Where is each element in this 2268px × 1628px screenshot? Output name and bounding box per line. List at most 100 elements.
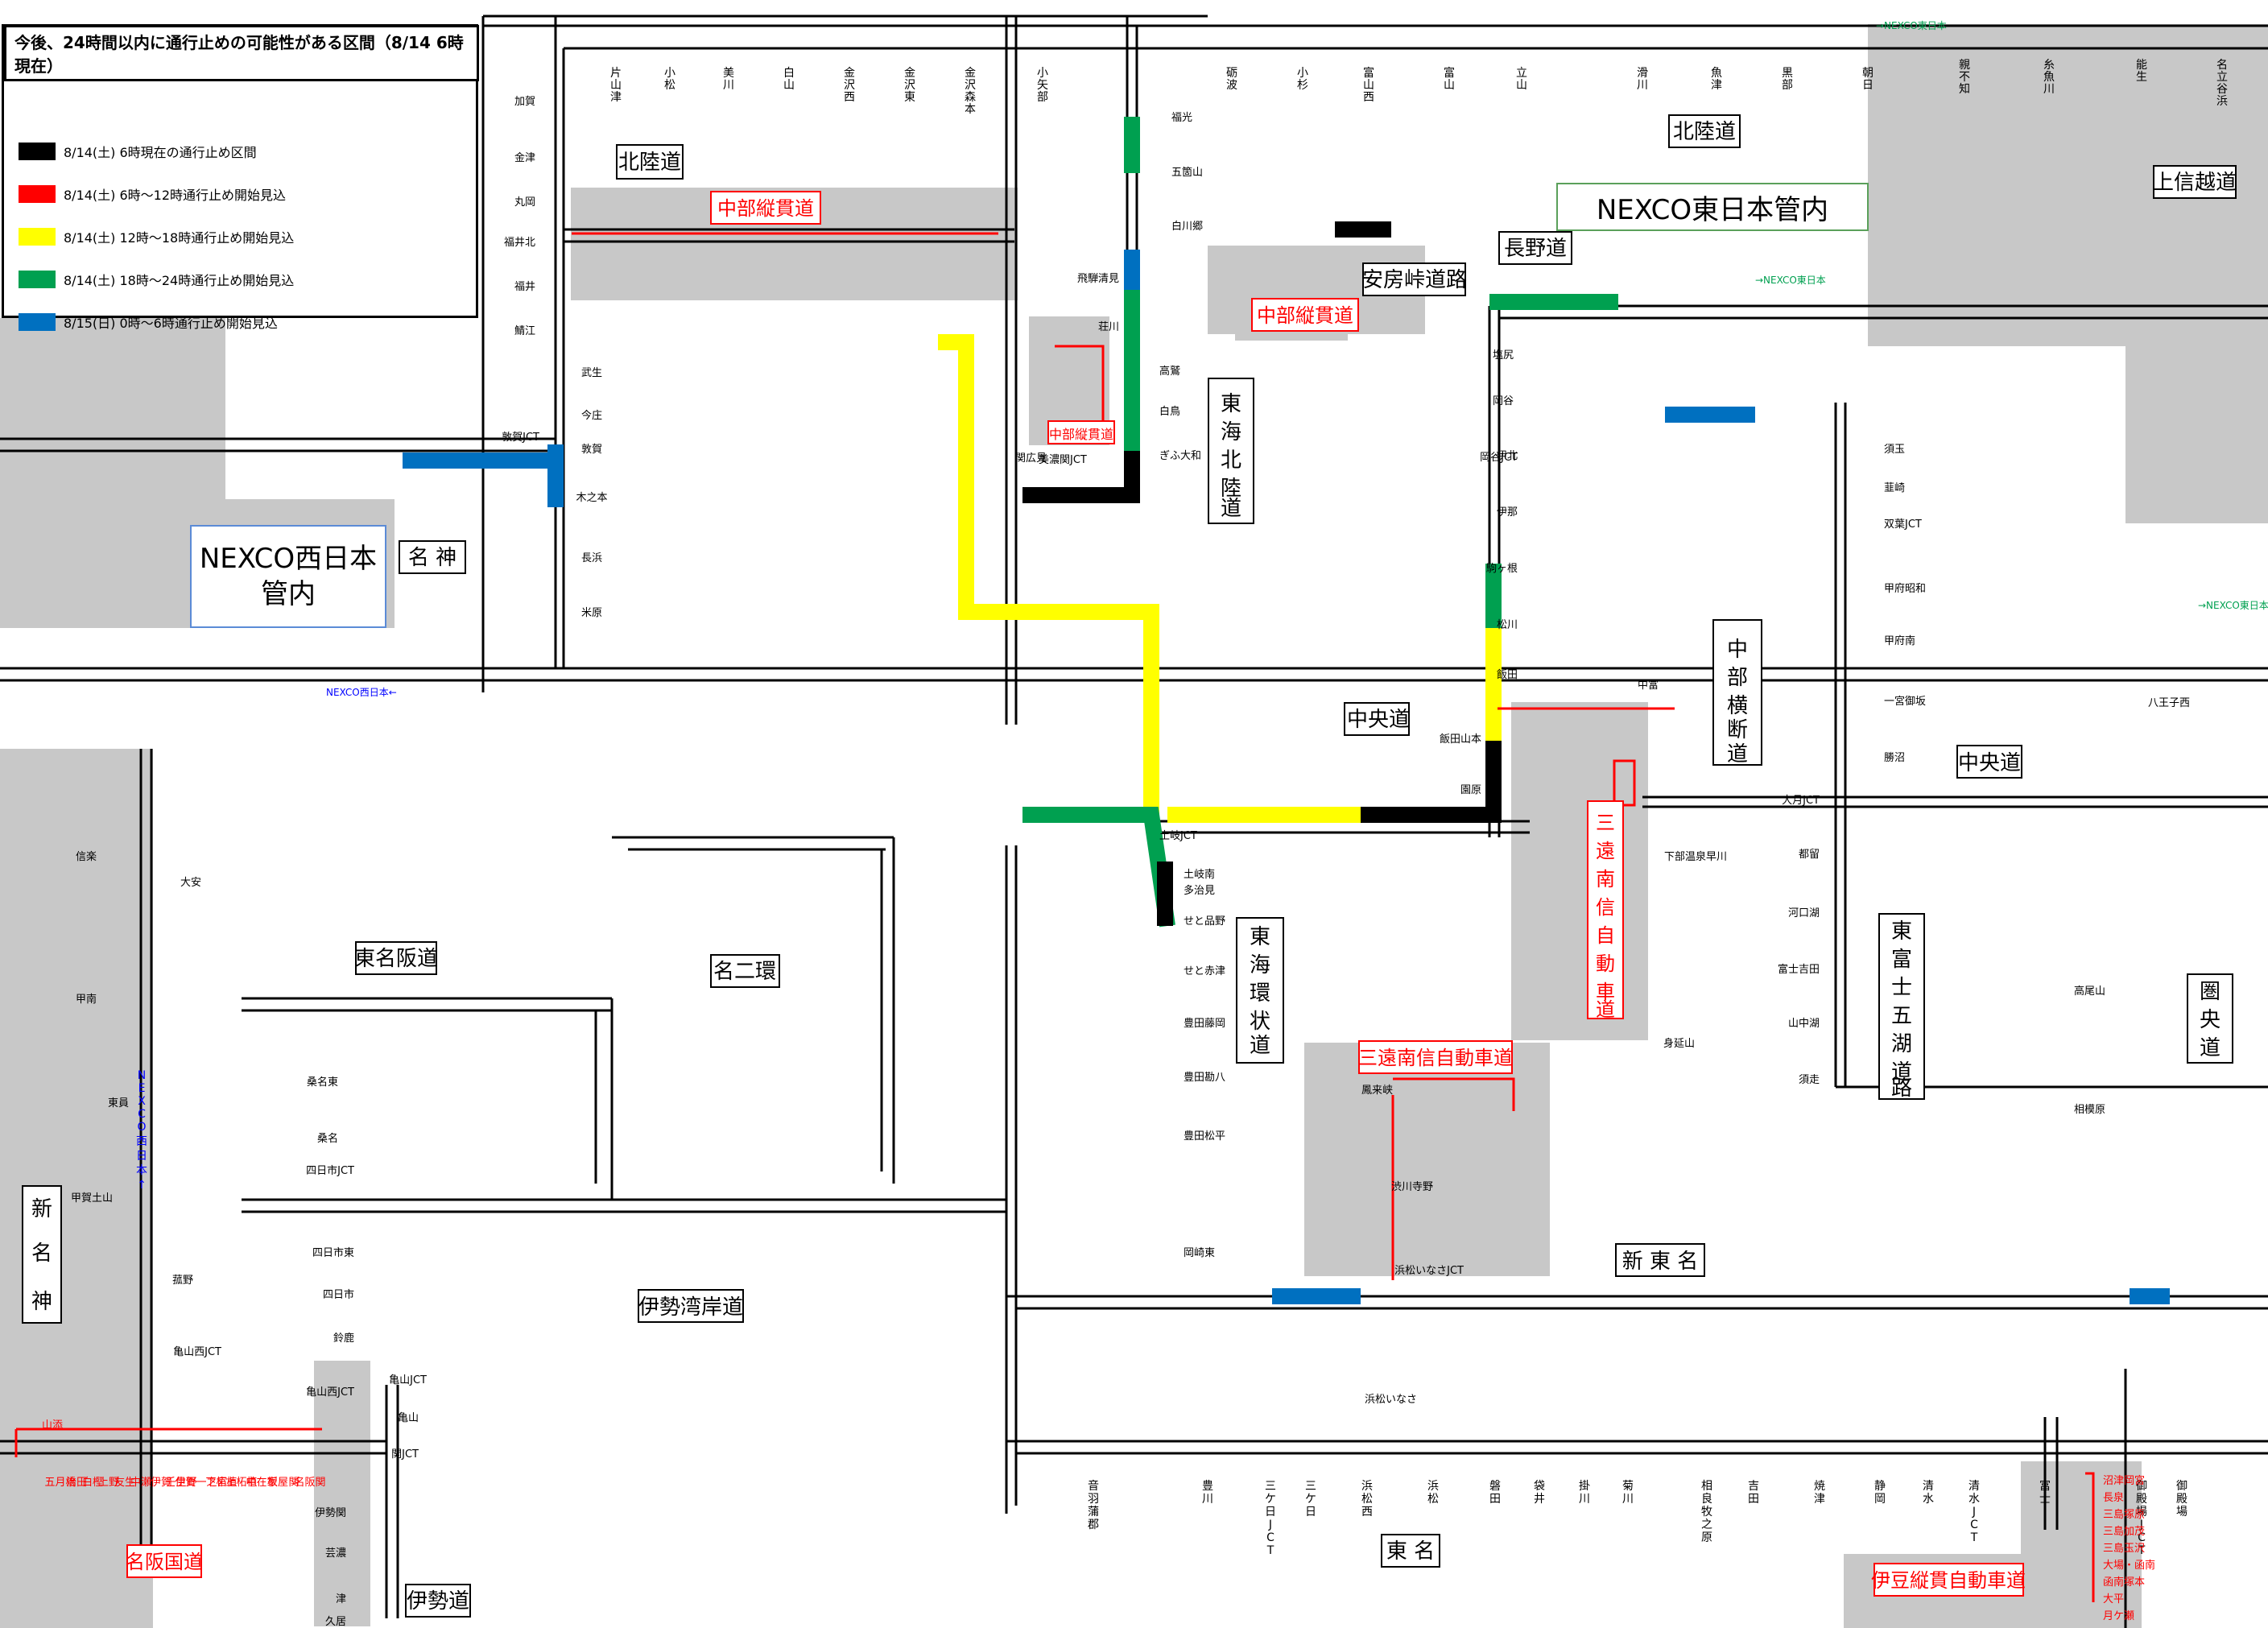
svg-text:西: 西 — [1361, 1506, 1373, 1519]
legend-swatch-blue — [19, 313, 56, 331]
svg-text:五月橋: 五月橋 — [44, 1477, 76, 1489]
svg-text:黒: 黒 — [1782, 67, 1793, 80]
svg-text:せと赤津: せと赤津 — [1184, 965, 1225, 977]
svg-text:T: T — [1266, 1544, 1274, 1557]
legend-panel: 今後、24時間以内に通行止めの可能性がある区間（8/14 6時現在） 8/14(… — [2, 24, 479, 331]
svg-text:福井: 福井 — [514, 281, 535, 293]
svg-text:敦賀JCT: 敦賀JCT — [502, 431, 539, 444]
svg-text:杉: 杉 — [1297, 79, 1308, 92]
svg-text:E: E — [138, 1082, 146, 1095]
route-hokuriku-west: 北陸道 — [618, 151, 681, 175]
svg-text:N: N — [138, 1069, 146, 1082]
route-nagano: 長野道 — [1504, 237, 1567, 261]
svg-text:南: 南 — [1596, 868, 1615, 890]
svg-text:陸: 陸 — [1221, 477, 1241, 501]
svg-text:日: 日 — [1862, 79, 1873, 92]
svg-text:浜松いなさ: 浜松いなさ — [1365, 1394, 1417, 1406]
svg-text:亀山西JCT: 亀山西JCT — [306, 1386, 354, 1399]
svg-text:中瀬: 中瀬 — [130, 1477, 151, 1489]
svg-text:白川郷: 白川郷 — [1171, 220, 1203, 233]
svg-text:X: X — [138, 1095, 146, 1108]
svg-text:須玉: 須玉 — [1884, 444, 1905, 456]
svg-text:四日市JCT: 四日市JCT — [306, 1164, 354, 1177]
svg-text:山: 山 — [1516, 79, 1527, 92]
svg-text:士: 士 — [2039, 1493, 2051, 1506]
svg-text:鯖江: 鯖江 — [514, 325, 535, 337]
svg-text:道: 道 — [2200, 1036, 2220, 1060]
svg-text:御: 御 — [2176, 1480, 2187, 1493]
route-chubu-jukan-3: 中部縦貫道 — [1049, 427, 1113, 442]
svg-text:松: 松 — [1427, 1493, 1439, 1506]
svg-text:甲府南: 甲府南 — [1884, 634, 1915, 647]
route-chubu-odan: 中 — [1727, 638, 1748, 662]
boundary-labels: NEXCO西日本← →NEXCO東日本 →NEXCO東日本 →NEXCO東日本 — [326, 20, 2268, 698]
red-route-texts: 中部縦貫道 中部縦貫道 三遠南信自動車道 名阪国道 伊豆縦貫自動車道 中部縦貫道… — [126, 197, 2026, 1592]
vertical-route-texts: 東 海 北 陸 道 中 部 横 断 道 東 海 環 状 道 東 富 士 五 湖 … — [31, 392, 2220, 1314]
svg-text:→NEXCO東日本: →NEXCO東日本 — [1755, 275, 1826, 286]
svg-text:敦賀: 敦賀 — [581, 443, 602, 456]
svg-text:土岐JCT: 土岐JCT — [1159, 830, 1197, 842]
svg-text:山添: 山添 — [42, 1419, 63, 1432]
legend-item-blue: 8/15(日) 0時～6時通行止め開始見込 — [19, 310, 278, 334]
legend-label: 8/14(土) 6時～12時通行止め開始見込 — [64, 188, 287, 203]
svg-text:日: 日 — [136, 1150, 147, 1163]
svg-text:小: 小 — [664, 67, 675, 80]
svg-text:自: 自 — [1596, 924, 1615, 947]
svg-text:川: 川 — [2043, 83, 2055, 96]
svg-text:関広見: 関広見 — [1015, 452, 1047, 465]
route-meishin: 名 神 — [408, 546, 456, 570]
svg-text:郡: 郡 — [1088, 1519, 1099, 1531]
svg-text:甲賀土山: 甲賀土山 — [71, 1192, 113, 1204]
route-hokuriku-east: 北陸道 — [1673, 120, 1736, 144]
svg-text:八王子西: 八王子西 — [2148, 697, 2190, 709]
svg-text:焼: 焼 — [1814, 1480, 1825, 1493]
svg-text:道: 道 — [1727, 742, 1748, 766]
svg-text:板屋: 板屋 — [267, 1477, 288, 1489]
svg-text:環: 環 — [1250, 981, 1270, 1006]
svg-text:海: 海 — [1221, 420, 1241, 444]
svg-text:富: 富 — [1363, 66, 1374, 80]
svg-text:菰野: 菰野 — [172, 1275, 193, 1287]
svg-text:桑名東: 桑名東 — [307, 1076, 338, 1089]
route-tomei: 東 名 — [1386, 1539, 1435, 1564]
svg-text:美濃関JCT: 美濃関JCT — [1039, 454, 1087, 466]
svg-text:水: 水 — [1923, 1493, 1934, 1506]
svg-text:伊北: 伊北 — [1497, 450, 1518, 462]
svg-text:身延山: 身延山 — [1663, 1037, 1695, 1050]
svg-text:木之本: 木之本 — [576, 492, 607, 504]
svg-text:道: 道 — [1596, 998, 1615, 1021]
svg-text:亀山: 亀山 — [398, 1412, 419, 1424]
black-chuo-nakatsugawa — [1361, 741, 1502, 823]
svg-text:場: 場 — [2176, 1506, 2187, 1519]
svg-text:本: 本 — [136, 1164, 147, 1177]
route-meinikan: 名二環 — [713, 960, 776, 984]
svg-text:土岐南: 土岐南 — [1184, 868, 1215, 881]
svg-text:神: 神 — [31, 1290, 52, 1314]
svg-text:中在家: 中在家 — [246, 1476, 277, 1489]
svg-text:谷: 谷 — [2216, 83, 2228, 96]
svg-text:白: 白 — [783, 67, 795, 80]
svg-text:磐: 磐 — [1489, 1480, 1501, 1493]
svg-text:部: 部 — [1727, 666, 1748, 690]
svg-text:遠: 遠 — [1596, 840, 1615, 862]
svg-text:浜: 浜 — [1361, 1480, 1373, 1493]
svg-text:鈴鹿: 鈴鹿 — [333, 1332, 354, 1345]
svg-text:武生: 武生 — [581, 367, 602, 379]
svg-text:塩尻: 塩尻 — [1493, 349, 1514, 362]
svg-text:生: 生 — [2136, 71, 2147, 84]
svg-text:滑: 滑 — [1637, 66, 1648, 80]
svg-text:松川: 松川 — [1497, 619, 1518, 631]
svg-text:伊勢関: 伊勢関 — [315, 1507, 346, 1519]
route-higashimeihan: 東名阪道 — [354, 947, 438, 971]
route-shinmeishin: 新 — [31, 1197, 52, 1221]
svg-text:川: 川 — [1637, 79, 1648, 92]
route-joshinetsu: 上信越道 — [2153, 171, 2237, 195]
svg-text:浜: 浜 — [1427, 1480, 1439, 1493]
svg-text:沢: 沢 — [965, 79, 976, 92]
svg-text:山: 山 — [1363, 79, 1374, 92]
svg-text:魚: 魚 — [1711, 67, 1722, 80]
legend-label: 8/15(日) 0時～6時通行止め開始見込 — [64, 316, 278, 331]
svg-text:中富: 中富 — [1638, 679, 1659, 692]
svg-text:J: J — [2139, 1519, 2143, 1531]
